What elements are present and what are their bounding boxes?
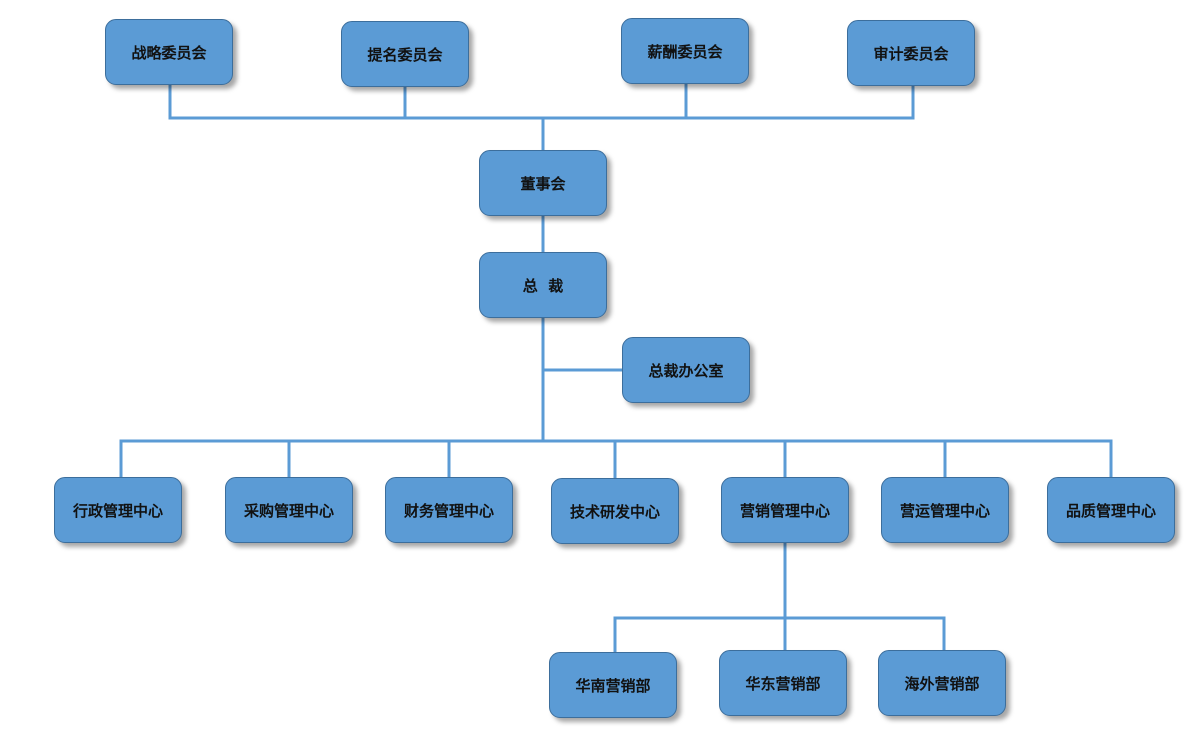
node-compensation-committee: 薪酬委员会	[621, 18, 749, 84]
node-south-marketing: 华南营销部	[549, 652, 677, 718]
node-president-office: 总裁办公室	[622, 337, 750, 403]
node-nomination-committee: 提名委员会	[341, 21, 469, 87]
node-board: 董事会	[479, 150, 607, 216]
node-overseas-marketing: 海外营销部	[878, 650, 1006, 716]
node-president: 总 裁	[479, 252, 607, 318]
node-operations-center: 营运管理中心	[881, 477, 1009, 543]
node-purchasing-center: 采购管理中心	[225, 477, 353, 543]
node-finance-center: 财务管理中心	[385, 477, 513, 543]
node-strategy-committee: 战略委员会	[105, 19, 233, 85]
node-marketing-center: 营销管理中心	[721, 477, 849, 543]
node-tech-center: 技术研发中心	[551, 478, 679, 544]
node-audit-committee: 审计委员会	[847, 20, 975, 86]
node-quality-center: 品质管理中心	[1047, 477, 1175, 543]
node-admin-center: 行政管理中心	[54, 477, 182, 543]
node-east-marketing: 华东营销部	[719, 650, 847, 716]
